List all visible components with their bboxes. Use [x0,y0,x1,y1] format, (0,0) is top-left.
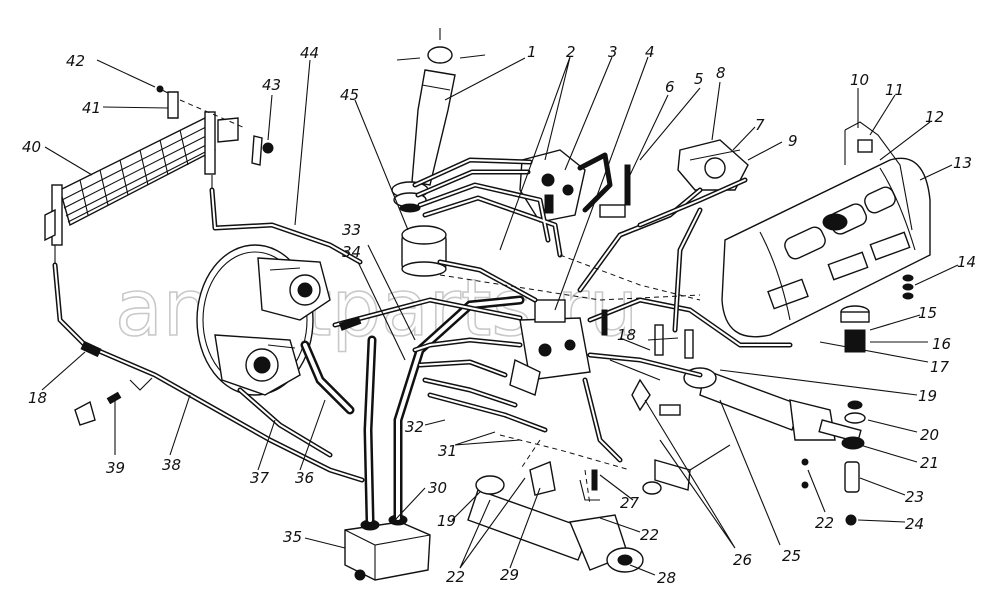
hydraulic-cylinder-bottom [467,461,644,573]
label-10: 10 [850,71,869,89]
label-2: 2 [566,43,576,61]
label-30: 30 [428,479,447,497]
label-42: 42 [66,52,85,70]
label-27: 27 [620,494,640,512]
label-6: 6 [665,78,675,96]
label-20: 20 [920,426,939,444]
label-18-left: 18 [28,389,47,407]
hydraulic-tank [721,157,931,338]
washers [902,274,914,300]
regulator [677,139,749,191]
label-43: 43 [262,76,281,94]
label-36: 36 [295,469,314,487]
label-34: 34 [342,243,361,261]
clamp [251,135,274,166]
label-33: 33 [342,221,361,239]
label-7: 7 [755,116,765,134]
part-number-labels: 1 2 3 4 5 6 7 8 9 10 11 12 13 14 15 16 1… [22,43,976,587]
label-39: 39 [106,459,125,477]
label-17: 17 [930,358,950,376]
label-22-bottom: 22 [446,568,465,586]
label-31: 31 [438,442,457,460]
label-35: 35 [283,528,302,546]
label-44: 44 [300,44,319,62]
steering-wheel [390,26,490,78]
small-parts-right [801,400,866,526]
label-9: 9 [788,132,798,150]
leader-lines [41,56,959,576]
label-14: 14 [957,253,976,271]
label-13: 13 [953,154,972,172]
distribution-block [344,514,431,581]
label-8: 8 [716,64,726,82]
label-11: 11 [885,81,904,99]
label-32: 32 [405,418,424,436]
distributor [509,299,591,396]
label-3: 3 [608,43,618,61]
label-5: 5 [694,70,704,88]
hydraulic-cylinder-right [683,367,862,443]
label-24: 24 [905,515,924,533]
label-38: 38 [162,456,181,474]
label-28: 28 [657,569,676,587]
bracket [156,85,246,129]
label-21: 21 [920,454,939,472]
label-45: 45 [340,86,359,104]
label-16: 16 [932,335,951,353]
label-18-center: 18 [617,326,636,344]
label-22-center: 22 [640,526,659,544]
label-37: 37 [250,469,270,487]
pipes [52,152,793,525]
label-22-right: 22 [815,514,834,532]
label-41: 41 [82,99,101,117]
label-40: 40 [22,138,41,156]
filler-cap [840,305,870,353]
label-26: 26 [733,551,752,569]
label-19-right: 19 [918,387,937,405]
fittings [74,164,731,501]
hydraulic-pump [196,244,331,396]
label-19-bottom: 19 [437,512,456,530]
label-23: 23 [905,488,924,506]
filter [401,225,447,277]
tank-strap [844,121,913,231]
label-1: 1 [527,43,537,61]
label-4: 4 [645,43,655,61]
oil-cooler [44,111,239,265]
label-25: 25 [782,547,801,565]
label-12: 12 [925,108,944,126]
steering-valve [519,149,586,223]
label-29: 29 [500,566,519,584]
label-15: 15 [918,304,937,322]
